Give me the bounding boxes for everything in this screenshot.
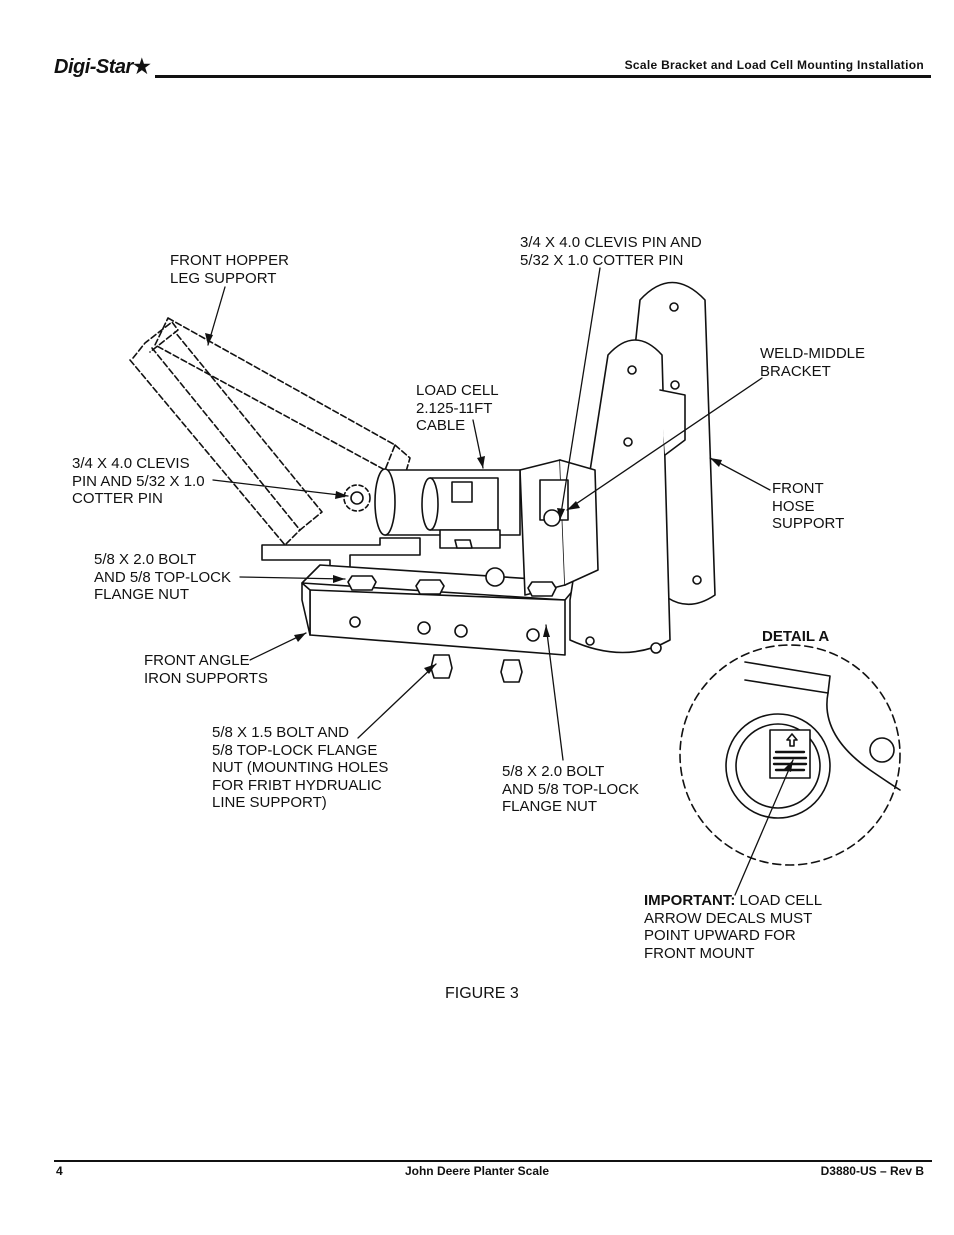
label-load-cell: LOAD CELL 2.125-11FT CABLE — [416, 382, 499, 434]
header-rule — [155, 75, 931, 78]
logo-text: Digi-Star — [54, 56, 133, 78]
flange-nuts — [347, 539, 557, 597]
digi-star-logo: Digi-Star★ — [54, 54, 151, 79]
document-id: D3880-US – Rev B — [820, 1164, 924, 1178]
detail-a-title: DETAIL A — [762, 628, 830, 645]
label-weld-middle: WELD-MIDDLE BRACKET — [760, 345, 866, 380]
clevis-pin-left — [343, 484, 371, 512]
angle-iron-holes — [349, 616, 540, 642]
footer-title: John Deere Planter Scale — [404, 1164, 550, 1178]
bottom-bolts — [430, 654, 523, 683]
label-bolt-right: 5/8 X 2.0 BOLT AND 5/8 TOP-LOCK FLANGE N… — [502, 763, 639, 815]
star-icon: ★ — [132, 56, 151, 78]
page-number: 4 — [56, 1164, 63, 1178]
front-hopper-leg-support — [129, 317, 411, 546]
leader-lines — [207, 267, 794, 896]
important-text: LOAD CELL ARROW DECALS MUST POINT UPWARD… — [644, 892, 823, 962]
weld-middle-bracket — [569, 339, 671, 654]
header-title: Scale Bracket and Load Cell Mounting Ins… — [624, 58, 924, 72]
important-prefix: IMPORTANT: — [644, 892, 736, 909]
load-cell-bracket — [519, 459, 599, 596]
label-front-angle: FRONT ANGLE IRON SUPPORTS — [144, 652, 268, 687]
label-front-hopper: FRONT HOPPER LEG SUPPORT — [170, 252, 289, 287]
label-bolt-left: 5/8 X 2.0 BOLT AND 5/8 TOP-LOCK FLANGE N… — [94, 551, 231, 603]
load-cell — [374, 468, 521, 549]
label-important: IMPORTANT: LOAD CELL ARROW DECALS MUST P… — [644, 892, 822, 962]
label-clevis-top: 3/4 X 4.0 CLEVIS PIN AND 5/32 X 1.0 COTT… — [520, 234, 702, 269]
footer-rule — [54, 1160, 932, 1162]
label-bolt-15: 5/8 X 1.5 BOLT AND 5/8 TOP-LOCK FLANGE N… — [212, 724, 389, 811]
clevis-pin-right — [543, 509, 561, 527]
leader-arrowheads — [205, 333, 793, 772]
label-clevis-left: 3/4 X 4.0 CLEVIS PIN AND 5/32 X 1.0 COTT… — [72, 455, 205, 507]
label-front-hose: FRONT HOSE SUPPORT — [772, 480, 845, 532]
front-angle-iron — [301, 564, 581, 656]
figure-caption: FIGURE 3 — [445, 985, 519, 1002]
detail-a-view — [679, 644, 901, 866]
mounting-plate — [261, 537, 421, 576]
